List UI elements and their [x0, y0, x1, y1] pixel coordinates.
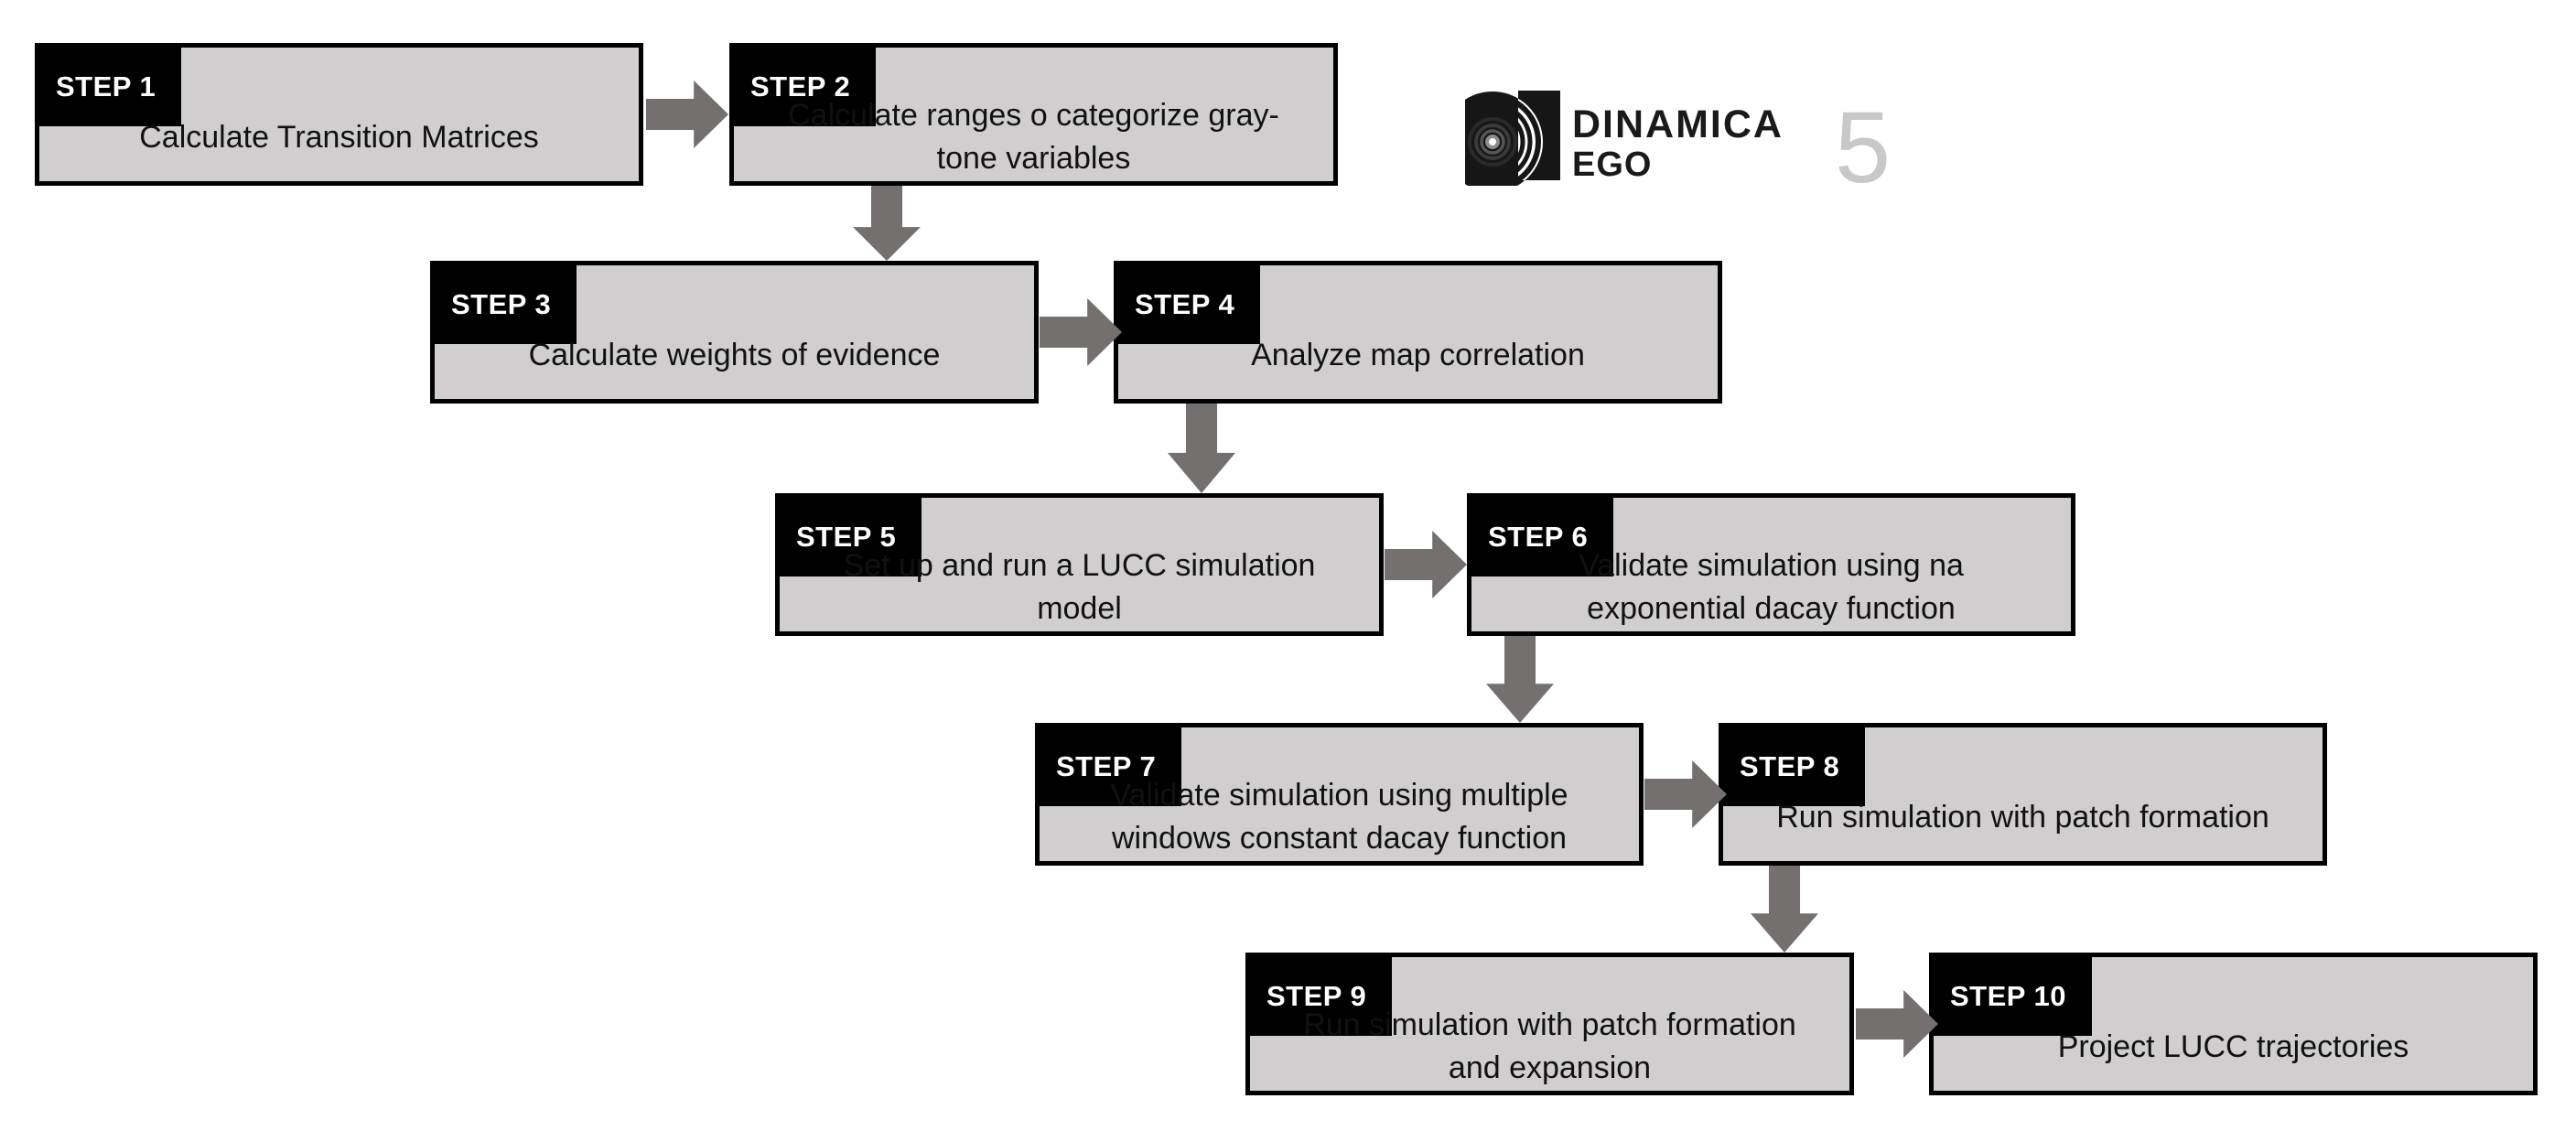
- step-8-box: STEP 8 Run simulation with patch formati…: [1719, 723, 2327, 866]
- step-8-label: STEP 8: [1723, 727, 1866, 806]
- step-7-text: Validate simulation using multiple windo…: [1110, 778, 1568, 856]
- logo-wordmark: DINAMICA EGO: [1572, 102, 1784, 184]
- step-7-label: STEP 7: [1040, 727, 1182, 806]
- step-3-text: Calculate weights of evidence: [528, 337, 941, 372]
- step-1-text: Calculate Transition Matrices: [139, 119, 539, 155]
- step-1-label: STEP 1: [39, 48, 182, 126]
- step-7-box: STEP 7 Validate simulation using multipl…: [1035, 723, 1644, 866]
- logo-brand-dinamica: DINAMICA: [1572, 102, 1784, 146]
- step-4-box: STEP 4 Analyze map correlation: [1114, 261, 1722, 404]
- arrow-step8-to-step9-icon: [1751, 866, 1818, 953]
- arrow-step3-to-step4-icon: [1040, 298, 1122, 366]
- step-3-label: STEP 3: [435, 265, 577, 344]
- step-6-label: STEP 6: [1471, 498, 1614, 576]
- arrow-step7-to-step8-icon: [1644, 760, 1727, 828]
- dinamica-ego-spiral-icon: [1465, 91, 1560, 186]
- arrow-step5-to-step6-icon: [1385, 531, 1467, 598]
- dinamica-ego-logo: DINAMICA EGO 5: [1465, 85, 1941, 213]
- arrow-step2-to-step3-icon: [853, 186, 921, 261]
- step-1-box: STEP 1 Calculate Transition Matrices: [35, 43, 643, 186]
- logo-brand-ego: EGO: [1572, 145, 1653, 184]
- step-2-box: STEP 2 Calculate ranges o categorize gra…: [729, 43, 1338, 186]
- step-5-label: STEP 5: [780, 498, 922, 576]
- step-4-text: Analyze map correlation: [1251, 337, 1585, 372]
- step-10-label: STEP 10: [1934, 957, 2093, 1036]
- step-2-text: Calculate ranges o categorize gray- tone…: [788, 98, 1279, 176]
- arrow-step1-to-step2-icon: [646, 81, 728, 148]
- step-5-text: Set up and run a LUCC simulation model: [843, 548, 1316, 626]
- step-3-box: STEP 3 Calculate weights of evidence: [430, 261, 1039, 404]
- step-6-text: Validate simulation using na exponential…: [1579, 548, 1964, 626]
- step-10-box: STEP 10 Project LUCC trajectories: [1929, 953, 2538, 1095]
- step-6-box: STEP 6 Validate simulation using na expo…: [1467, 493, 2075, 636]
- step-10-text: Project LUCC trajectories: [2057, 1029, 2409, 1064]
- step-9-label: STEP 9: [1250, 957, 1393, 1036]
- step-5-box: STEP 5 Set up and run a LUCC simulation …: [775, 493, 1384, 636]
- step-2-label: STEP 2: [734, 48, 877, 126]
- logo-version-number: 5: [1835, 92, 1892, 204]
- arrow-step6-to-step7-icon: [1486, 636, 1554, 723]
- step-8-text: Run simulation with patch formation: [1776, 799, 2269, 835]
- step-9-box: STEP 9 Run simulation with patch formati…: [1245, 953, 1854, 1095]
- arrow-step9-to-step10-icon: [1856, 990, 1938, 1058]
- step-4-label: STEP 4: [1118, 265, 1261, 344]
- step-9-text: Run simulation with patch formation and …: [1303, 1007, 1796, 1085]
- arrow-step4-to-step5-icon: [1168, 404, 1235, 493]
